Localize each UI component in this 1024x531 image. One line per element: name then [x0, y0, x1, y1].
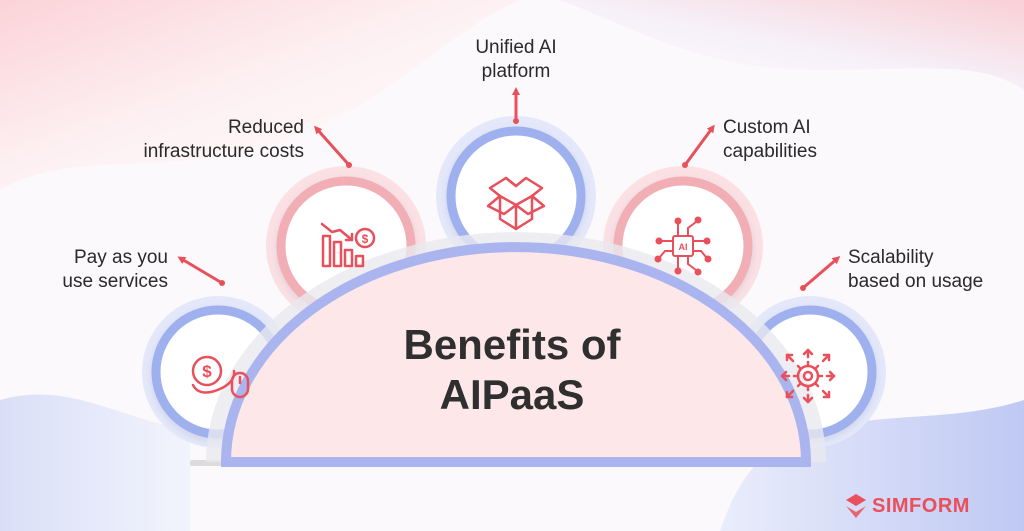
- benefit-label-scalability: Scalability based on usage: [848, 246, 1018, 294]
- benefit-label-line2: platform: [481, 61, 551, 82]
- svg-text:AI: AI: [679, 242, 688, 252]
- ai-chip-icon: AI: [654, 216, 712, 276]
- diagram-title: Benefits of AIPaaS: [362, 320, 662, 420]
- benefit-label-line1: Unified AI: [475, 37, 557, 58]
- title-line1: Benefits of: [403, 321, 621, 368]
- brand-name: SIMFORM: [872, 494, 970, 517]
- benefit-label-line1: Custom AI: [723, 117, 811, 138]
- benefit-label-line2: infrastructure costs: [143, 141, 305, 162]
- benefit-label-line2: use services: [62, 271, 168, 292]
- arrow-pay-as-you-use: [177, 256, 223, 285]
- arrow-custom-ai: [683, 124, 715, 166]
- title-line2: AIPaaS: [439, 371, 585, 418]
- benefit-label-line1: Reduced: [227, 117, 304, 138]
- benefit-label-reduced-costs: Reduced infrastructure costs: [104, 116, 305, 164]
- benefit-label-custom-ai: Custom AI capabilities: [723, 116, 873, 164]
- benefit-label-line2: capabilities: [723, 141, 817, 162]
- gear-expand-icon: [780, 348, 836, 404]
- benefit-label-line1: Scalability: [848, 247, 934, 268]
- benefit-label-unified-platform: Unified AI platform: [436, 36, 596, 84]
- svg-text:$: $: [202, 362, 212, 381]
- svg-text:$: $: [362, 232, 369, 246]
- benefit-label-line1: Pay as you: [74, 247, 168, 268]
- benefit-label-pay-as-you-use: Pay as you use services: [42, 246, 168, 294]
- benefit-label-line2: based on usage: [848, 271, 984, 292]
- simform-logo-mark: [846, 494, 866, 518]
- open-box-icon: [486, 176, 546, 231]
- dollar-mouse-icon: $: [191, 355, 250, 399]
- brand-logo: SIMFORM: [846, 494, 970, 518]
- arrow-reduced-costs: [314, 125, 351, 166]
- declining-cost-chart-icon: $: [320, 222, 376, 268]
- center-dome: [206, 232, 826, 467]
- arrow-scalability: [802, 256, 841, 290]
